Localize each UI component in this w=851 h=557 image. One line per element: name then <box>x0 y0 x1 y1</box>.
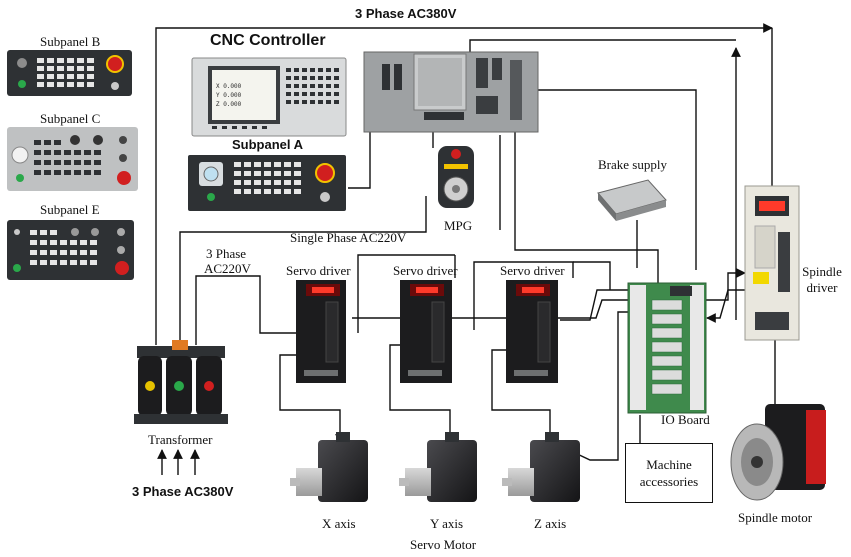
x-axis-label: X axis <box>322 516 356 531</box>
axis-name: Z <box>216 101 220 108</box>
axis-value: 0.000 <box>223 101 242 108</box>
machine-accessories-line2: accessories <box>639 474 699 489</box>
servo-motor-x <box>290 432 368 502</box>
axis-name: Y <box>216 92 220 99</box>
machine-accessories-box: Machine accessories <box>625 443 713 503</box>
single-phase-label: Single Phase AC220V <box>290 230 407 245</box>
servo-driver-x-label: Servo driver <box>286 263 351 278</box>
axis-value: 0.000 <box>223 92 242 99</box>
wire-x-io <box>352 299 630 319</box>
estop-button <box>315 163 335 183</box>
brake-supply-label: Brake supply <box>598 157 667 172</box>
spindle-motor <box>730 404 826 501</box>
spindle-motor-label: Spindle motor <box>738 510 813 525</box>
screen-row-z: Z 0.000 <box>216 100 274 109</box>
cnc-controller-front <box>191 57 347 137</box>
servo-driver-z-label: Servo driver <box>500 263 565 278</box>
wire-driver-supply <box>357 254 455 333</box>
subpanel-e <box>7 220 134 280</box>
y-axis-label: Y axis <box>430 516 464 531</box>
cnc-controller-label: CNC Controller <box>210 32 326 49</box>
wire-ac380-main <box>155 23 773 345</box>
wire-driver-supply-3 <box>473 261 574 330</box>
wire-z-motor <box>491 349 555 444</box>
subpanel-b-label: Subpanel B <box>40 34 101 49</box>
axis-name: X <box>216 83 220 90</box>
bottom-supply-label: 3 Phase AC380V <box>132 484 234 499</box>
wire-x-motor <box>279 354 345 444</box>
ac220-label-line1: 3 Phase <box>206 246 247 261</box>
subpanel-a <box>188 155 346 211</box>
spindle-driver-label-line2: driver <box>806 280 838 295</box>
brake-supply <box>597 179 667 221</box>
wire-ac220-servo <box>195 275 296 345</box>
subpanel-b <box>7 50 132 96</box>
mpg-label: MPG <box>444 218 473 233</box>
servo-driver-x <box>296 280 346 383</box>
spindle-driver-label-line1: Spindle <box>802 264 842 279</box>
top-supply-label: 3 Phase AC380V <box>355 6 457 21</box>
ac220-label-line2: AC220V <box>204 261 251 276</box>
estop-button <box>115 261 129 275</box>
z-axis-label: Z axis <box>534 516 567 531</box>
servo-motor-y <box>399 432 477 502</box>
axis-value: 0.000 <box>223 83 242 90</box>
transformer <box>134 340 228 424</box>
wire-io-spindle <box>706 268 746 301</box>
servo-driver-y-label: Servo driver <box>393 263 458 278</box>
cnc-controller-rear <box>363 51 539 133</box>
controller-screen-readout: X 0.000 Y 0.000 Z 0.000 <box>216 82 274 109</box>
wire-single-phase <box>179 196 427 345</box>
estop-button <box>117 171 131 185</box>
subpanel-a-label: Subpanel A <box>232 137 304 152</box>
servo-motor-label: Servo Motor <box>410 537 477 552</box>
io-board-label: IO Board <box>661 412 710 427</box>
servo-motor-z <box>502 432 580 502</box>
subpanel-c <box>7 127 138 191</box>
screen-row-x: X 0.000 <box>216 82 274 91</box>
wire-driver-supply-4 <box>573 261 611 290</box>
mpg-handwheel <box>438 146 474 208</box>
machine-accessories-line1: Machine <box>646 457 692 472</box>
wire-ctrl-right <box>520 89 697 270</box>
spindle-driver <box>744 185 800 341</box>
screen-row-y: Y 0.000 <box>216 91 274 100</box>
wire-y-motor <box>389 344 455 444</box>
wire-io-driver <box>572 311 630 461</box>
transformer-label: Transformer <box>148 432 213 447</box>
wire-z-io <box>560 289 630 321</box>
servo-driver-y <box>400 280 452 383</box>
wire-spindle-io <box>706 289 745 323</box>
subpanel-c-label: Subpanel C <box>40 111 101 126</box>
estop-button <box>106 55 124 73</box>
servo-driver-z <box>506 280 558 383</box>
io-board <box>627 282 707 414</box>
subpanel-e-label: Subpanel E <box>40 202 100 217</box>
